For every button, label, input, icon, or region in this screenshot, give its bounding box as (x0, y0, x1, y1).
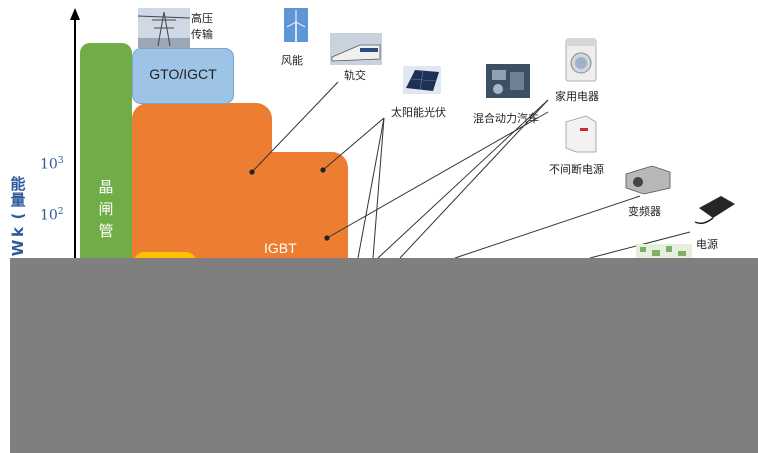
connector-appliance-1 (377, 99, 549, 259)
gto-igct-label: GTO/IGCT (149, 66, 217, 82)
hybrid-label: 混合动力汽车 (473, 112, 539, 125)
ups-label: 不间断电源 (549, 163, 604, 176)
dot-solar (320, 167, 326, 173)
dot-hybrid (324, 235, 330, 241)
igbt-label: IGBT (264, 240, 297, 256)
connector-hybrid (326, 111, 549, 239)
washing-machine-picture (565, 38, 597, 82)
solar-panel-picture (403, 66, 441, 94)
connector-inverter (454, 195, 641, 259)
connector-solar-2 (357, 117, 385, 259)
y-tick-100: 102 (40, 207, 64, 224)
hybrid-car-picture (486, 64, 530, 98)
ups-picture (565, 115, 597, 153)
gto-igct-region (132, 48, 234, 104)
wind-label: 风能 (281, 54, 303, 67)
y-axis-label: 能量(kW) (9, 175, 27, 267)
power-label: 电源 (696, 238, 718, 251)
dot-rail (249, 169, 255, 175)
y-axis-arrow (70, 8, 80, 20)
connector-rail (251, 81, 339, 173)
connector-solar-1 (322, 117, 385, 171)
thyristor-label: 晶闸管 (98, 178, 114, 240)
appliances-label: 家用电器 (555, 90, 599, 103)
hv-tower-picture (138, 8, 190, 48)
rail-label: 轨交 (344, 69, 366, 82)
occluded-region (10, 258, 758, 453)
inverter-picture (625, 165, 671, 195)
hv-transmission-label: 高压 传输 (191, 12, 213, 41)
y-tick-1000: 103 (40, 156, 64, 173)
solar-label: 太阳能光伏 (391, 106, 446, 119)
wind-turbine-picture (284, 8, 308, 42)
power-module-picture (636, 244, 692, 260)
train-picture (330, 33, 382, 65)
power-adapter-picture (694, 196, 735, 225)
thyristor-region (80, 43, 132, 273)
connector-appliance-2 (399, 99, 549, 259)
connector-solar-3 (372, 117, 385, 259)
inverter-label: 变频器 (628, 205, 661, 218)
